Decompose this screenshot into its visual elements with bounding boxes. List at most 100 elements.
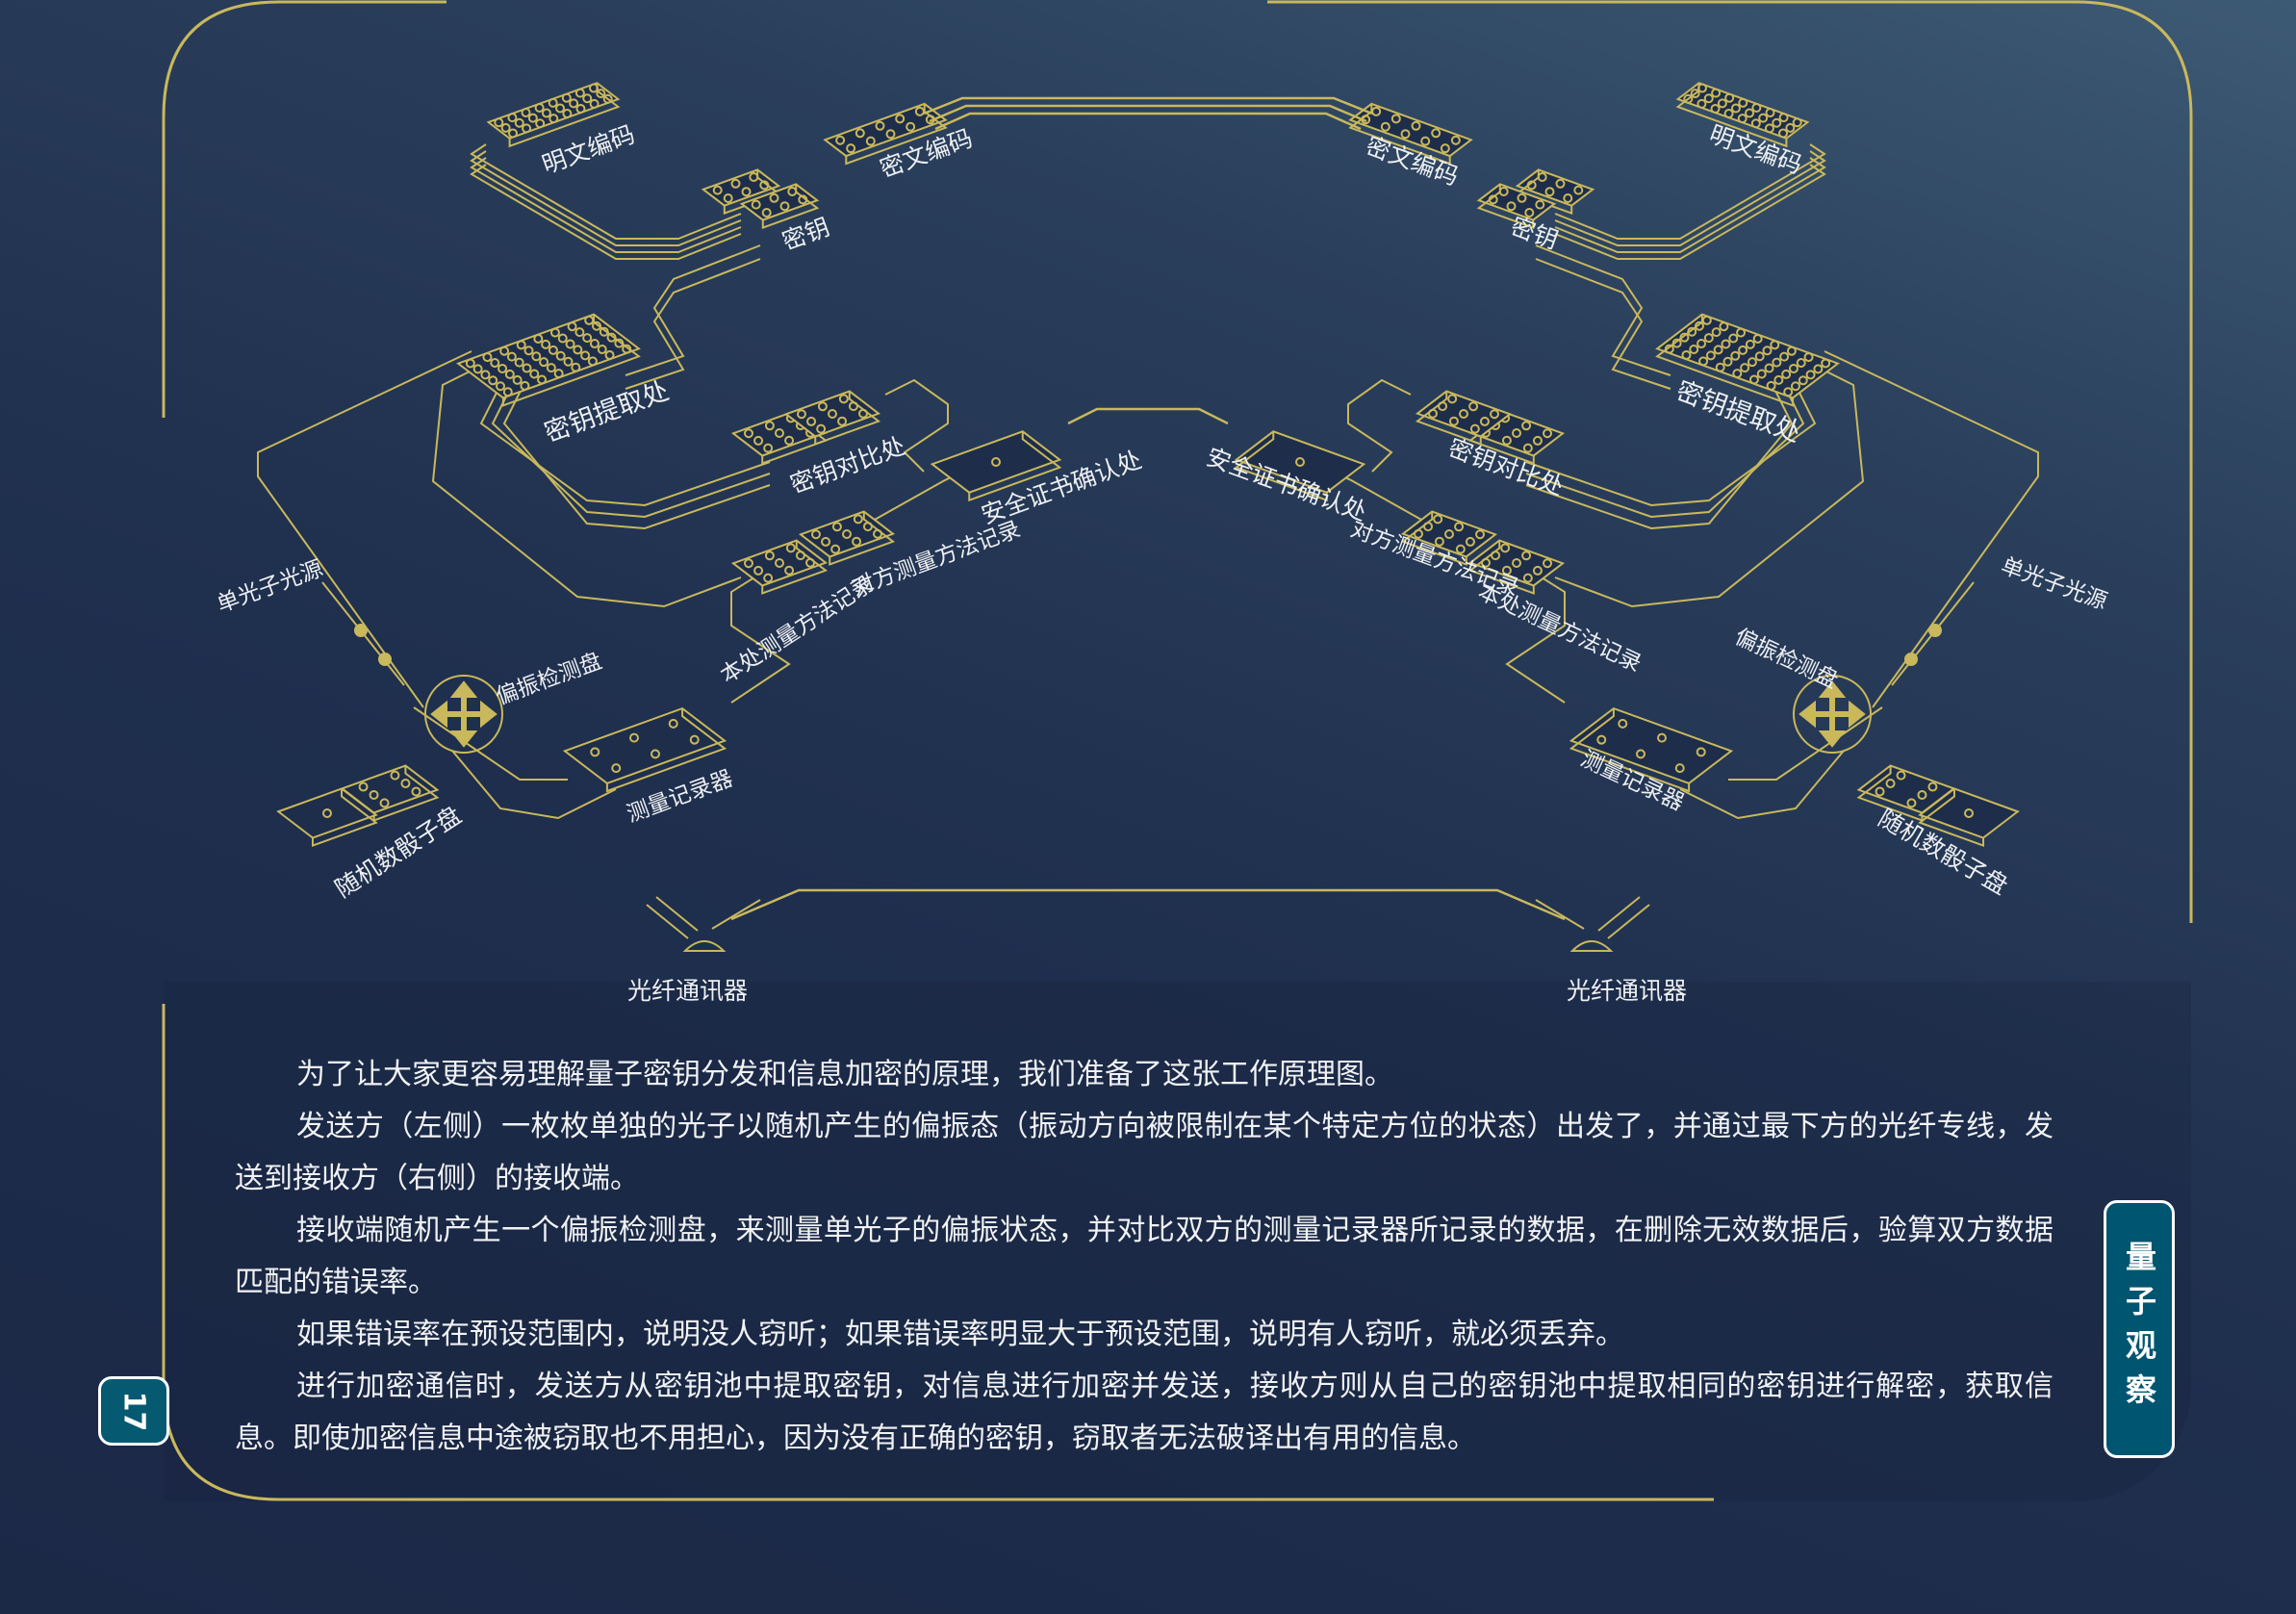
left-plaintext-chip-pin-hole bbox=[582, 93, 593, 104]
right-peer-method-chip-pin-hole bbox=[1423, 522, 1434, 532]
left-cert-chip-pin-hole bbox=[991, 457, 1001, 467]
left-key-extract-chip-pin-hole bbox=[549, 327, 560, 338]
left-key-extract-chip-pin-hole bbox=[563, 356, 574, 367]
left-plaintext-chip-pin-hole bbox=[548, 114, 559, 124]
right-recorder-chip-edge bbox=[1569, 708, 1691, 793]
left-key-extract-chip-pin-hole bbox=[614, 338, 625, 348]
left-key-extract-chip-pin-hole bbox=[497, 363, 508, 373]
right-local-method-chip-pin-hole bbox=[1543, 558, 1553, 569]
right-dice-tray bbox=[1918, 787, 2020, 839]
right-dice-tray-edge bbox=[1918, 788, 1985, 847]
right-key-extract-chip-pin-hole bbox=[1698, 356, 1709, 367]
left-wire-method-recorder bbox=[730, 567, 791, 704]
left-plaintext-chip-pin-hole bbox=[548, 97, 558, 108]
left-plaintext-chip-pin-hole bbox=[574, 88, 585, 98]
right-key-compare-chip-a-pin-hole bbox=[1522, 443, 1533, 453]
left-dice-chip-pin-hole bbox=[369, 789, 379, 800]
right-plaintext-chip-pin-hole bbox=[1723, 109, 1734, 119]
right-key-compare-chip-b-pin-hole bbox=[1427, 408, 1438, 419]
left-key-extract-chip-pin-hole bbox=[606, 332, 617, 343]
left-key-extract-chip-pin-hole bbox=[472, 364, 483, 374]
right-plaintext-chip-pin-hole bbox=[1765, 108, 1775, 118]
left-key-compare-chip-b-pin-hole bbox=[806, 416, 817, 426]
right-key-extract-chip-pin-hole bbox=[1770, 340, 1780, 350]
left-key-extract-chip bbox=[456, 313, 641, 399]
left-key-chip-a-pin-hole bbox=[712, 185, 723, 195]
left-ciphertext-chip-pin-hole bbox=[914, 106, 925, 116]
left-recorder-chip-pin-hole bbox=[689, 734, 700, 745]
right-plaintext-chip-pin-hole bbox=[1730, 103, 1741, 114]
right-cert-chip-edge bbox=[1234, 431, 1328, 502]
right-wire-compare bbox=[1525, 384, 1794, 530]
left-key-chip-b-pin-hole bbox=[779, 201, 790, 212]
right-photon-dot bbox=[1928, 624, 1942, 637]
section-tab-text: 量子观察 bbox=[2121, 1241, 2157, 1418]
left-key-chip-b-pin-hole bbox=[751, 199, 761, 210]
left-key-extract-chip-pin-hole bbox=[516, 340, 526, 350]
left-key-chip-a-pin-hole bbox=[759, 180, 770, 191]
left-key-compare-chip-b-pin-hole bbox=[817, 401, 828, 412]
left-key-extract-chip-pin-hole bbox=[622, 344, 632, 354]
left-ciphertext-chip-pin-hole bbox=[846, 143, 856, 154]
left-key-extract-chip-pin-hole bbox=[580, 350, 591, 361]
left-key-chip-b-pin-hole bbox=[761, 208, 772, 218]
right-wire-outer bbox=[1824, 350, 2039, 708]
right-ciphertext-chip-pin-hole bbox=[1440, 143, 1450, 154]
left-recorder-chip-edge bbox=[605, 708, 727, 793]
left-plaintext-chip-pin-hole bbox=[507, 113, 518, 123]
left-wire-plain-key bbox=[470, 143, 742, 240]
paragraph: 发送方（左侧）一枚枚单独的光子以随机产生的偏振态（振动方向被限制在某个特定方位的… bbox=[235, 1110, 2054, 1195]
right-dice-chip-pin-hole bbox=[1896, 770, 1906, 781]
right-key-chip-b-pin-hole bbox=[1524, 208, 1535, 218]
right-key-extract-chip-pin-hole bbox=[1728, 333, 1739, 344]
left-key-chip-b-pin-hole bbox=[798, 194, 808, 205]
left-wire-plain-key bbox=[470, 164, 742, 260]
left-plaintext-chip-pin-hole bbox=[514, 117, 524, 128]
right-local-method-chip-pin-hole bbox=[1500, 543, 1511, 553]
left-key-extract-chip-pin-hole bbox=[522, 363, 532, 373]
section-tab: 量子观察 bbox=[2104, 1200, 2175, 1458]
right-local-method-chip-pin-hole bbox=[1480, 557, 1491, 568]
right-key-extract-chip-pin-hole bbox=[1740, 363, 1750, 373]
left-key-chip-a-pin-hole bbox=[749, 172, 759, 182]
left-key-extract-chip-pin-hole bbox=[480, 370, 491, 380]
right-key-extract-chip-pin-hole bbox=[1779, 351, 1790, 362]
left-recorder-chip-pin-hole bbox=[611, 763, 622, 774]
right-key-extract-chip-pin-hole bbox=[1803, 352, 1814, 363]
right-local-method-chip-pin-hole bbox=[1522, 573, 1533, 583]
right-key-compare-chip-b-pin-hole bbox=[1479, 416, 1490, 426]
left-recorder-chip-pin-hole bbox=[651, 749, 660, 759]
right-key-extract-chip-pin-hole bbox=[1805, 370, 1816, 380]
left-key-extract-chip-pin-hole bbox=[604, 349, 615, 360]
right-recorder-chip bbox=[1569, 706, 1734, 785]
right-photon-dot bbox=[1904, 653, 1918, 666]
left-key-extract-chip-pin-hole bbox=[533, 333, 544, 344]
right-plaintext-chip-pin-hole bbox=[1792, 117, 1802, 128]
right-local-method-chip-pin-hole bbox=[1512, 558, 1521, 568]
right-key-extract-chip-pin-hole bbox=[1701, 315, 1712, 325]
right-peer-method-chip-pin-hole bbox=[1413, 528, 1423, 539]
right-key-compare-chip-a-pin-hole bbox=[1543, 428, 1553, 439]
left-wire-compare bbox=[491, 384, 771, 519]
left-dice-chip-pin-hole bbox=[411, 786, 421, 797]
left-peer-method-chip-pin-hole bbox=[852, 536, 862, 547]
right-local-method-chip-pin-hole bbox=[1532, 565, 1543, 576]
right-key-extract-chip-pin-hole bbox=[1745, 339, 1755, 349]
right-key-extract-chip-pin-hole bbox=[1719, 321, 1729, 332]
left-key-extract-chip-pin-hole bbox=[587, 356, 598, 367]
left-plaintext-chip-pin-hole bbox=[562, 109, 573, 119]
left-key-extract-chip-pin-hole bbox=[506, 351, 517, 362]
left-key-extract-chip-pin-hole bbox=[555, 350, 566, 361]
left-key-chip-b-pin-hole bbox=[769, 192, 779, 203]
left-recorder-chip-pin-hole bbox=[668, 718, 678, 729]
right-wire-method-recorder bbox=[1505, 567, 1566, 704]
left-key-compare-chip-a-pin-hole bbox=[753, 435, 764, 446]
right-key-extract-chip-pin-hole bbox=[1754, 351, 1765, 362]
right-key-extract-chip-pin-hole bbox=[1689, 344, 1699, 354]
right-key-compare-chip-b-edge bbox=[1415, 391, 1482, 446]
left-key-chip-b-pin-hole bbox=[787, 187, 798, 196]
right-wire-plain-key bbox=[1554, 143, 1826, 240]
right-plaintext-chip-pin-hole bbox=[1772, 117, 1782, 128]
right-recorder-chip-pin-hole bbox=[1618, 718, 1628, 729]
